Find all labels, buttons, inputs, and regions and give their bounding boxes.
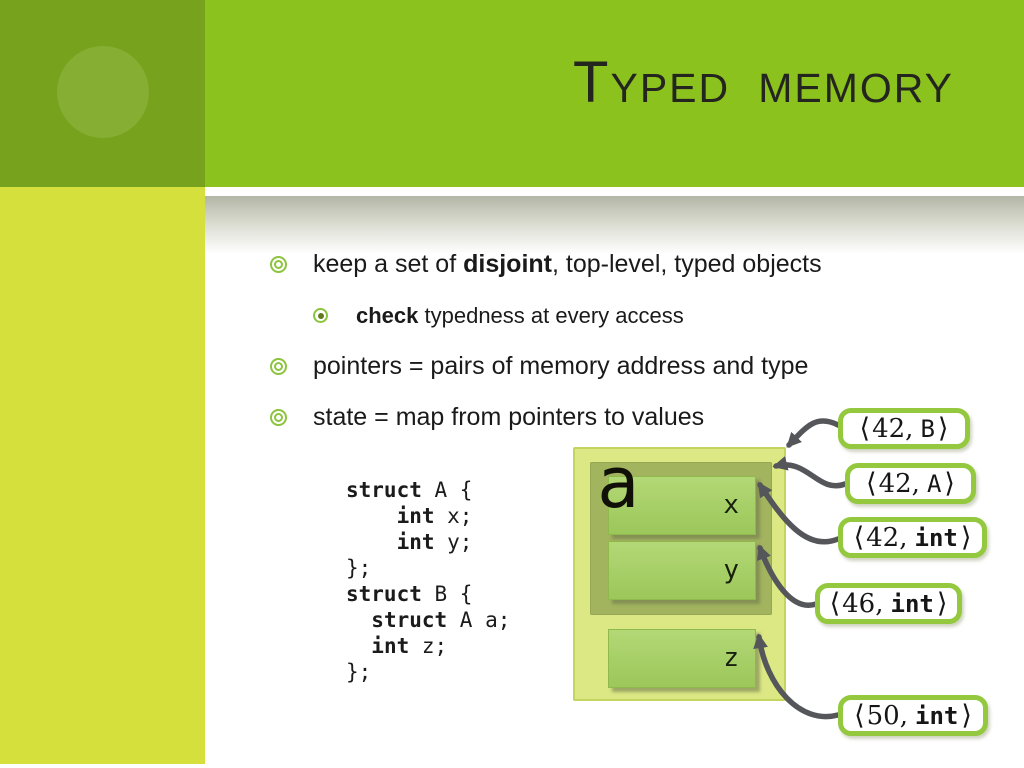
bullet-state: state = map from pointers to values (270, 403, 704, 432)
pointer-callout-42-int: ⟨42,int⟩ (838, 517, 987, 558)
bullet-pointers: pointers = pairs of memory address and t… (270, 352, 808, 381)
pointer-callout-42-B: ⟨42,B⟩ (838, 408, 970, 449)
field-label-x: x (723, 489, 739, 520)
corner-square-decoration (0, 0, 205, 187)
dot-bullet-icon (313, 308, 328, 323)
pointer-callout-50-int: ⟨50,int⟩ (838, 695, 988, 736)
bullet-text: pointers = pairs of memory address and t… (313, 352, 809, 380)
field-box-x: x (608, 476, 756, 535)
header-gradient-divider (205, 196, 1024, 254)
title-band: Typed memory (205, 0, 1024, 187)
pointer-address: 50, (866, 700, 908, 731)
bullet-keep-set: keep a set of disjoint, top-level, typed… (270, 250, 822, 279)
pointer-type: A (926, 469, 942, 498)
field-box-z: z (608, 629, 756, 688)
left-sidebar-decoration (0, 187, 205, 764)
angle-close: ⟩ (960, 522, 972, 553)
pointer-type: int (890, 589, 934, 618)
code-line: struct A { (346, 478, 473, 502)
code-line: struct B { (346, 582, 473, 606)
pointer-callout-42-A: ⟨42,A⟩ (845, 463, 976, 504)
angle-close: ⟩ (937, 413, 949, 444)
pointer-address: 46, (842, 588, 884, 619)
slide-title: Typed memory (573, 50, 954, 115)
code-line: int y; (396, 530, 473, 554)
angle-open: ⟨ (859, 413, 871, 444)
code-line: struct A a; (371, 608, 511, 632)
angle-close: ⟩ (961, 700, 972, 731)
pointer-address: 42, (878, 468, 920, 499)
field-box-y: y (608, 541, 756, 600)
object-label-a: a (597, 442, 640, 524)
angle-close: ⟩ (936, 588, 948, 619)
code-line: }; (346, 556, 372, 580)
arrow-42-A (772, 456, 848, 489)
bullet-text: state = map from pointers to values (313, 403, 705, 431)
angle-close: ⟩ (944, 468, 955, 499)
bullet-text: keep a set of disjoint, top-level, typed… (313, 250, 822, 278)
code-line: }; (346, 660, 372, 684)
bullet-check-typedness: check typedness at every access (313, 303, 684, 329)
pointer-type: int (914, 523, 958, 552)
arrow-42-B (786, 418, 841, 448)
code-block: struct A { int x; int y; }; struct B { s… (346, 477, 510, 685)
pointer-type: int (915, 701, 959, 730)
code-line: int x; (396, 504, 473, 528)
bullet-text: check typedness at every access (356, 303, 684, 328)
bullseye-bullet-icon (270, 409, 287, 426)
bullseye-bullet-icon (270, 358, 287, 375)
field-label-z: z (723, 642, 739, 673)
corner-circle-decoration (57, 46, 149, 138)
angle-open: ⟨ (829, 588, 841, 619)
pointer-callout-46-int: ⟨46,int⟩ (815, 583, 962, 624)
field-label-y: y (723, 554, 739, 585)
code-line: int z; (371, 634, 448, 658)
angle-open: ⟨ (866, 468, 877, 499)
angle-open: ⟨ (854, 700, 865, 731)
pointer-type: B (920, 414, 935, 443)
pointer-address: 42, (866, 522, 908, 553)
pointer-address: 42, (872, 413, 914, 444)
angle-open: ⟨ (853, 522, 865, 553)
bullseye-bullet-icon (270, 256, 287, 273)
